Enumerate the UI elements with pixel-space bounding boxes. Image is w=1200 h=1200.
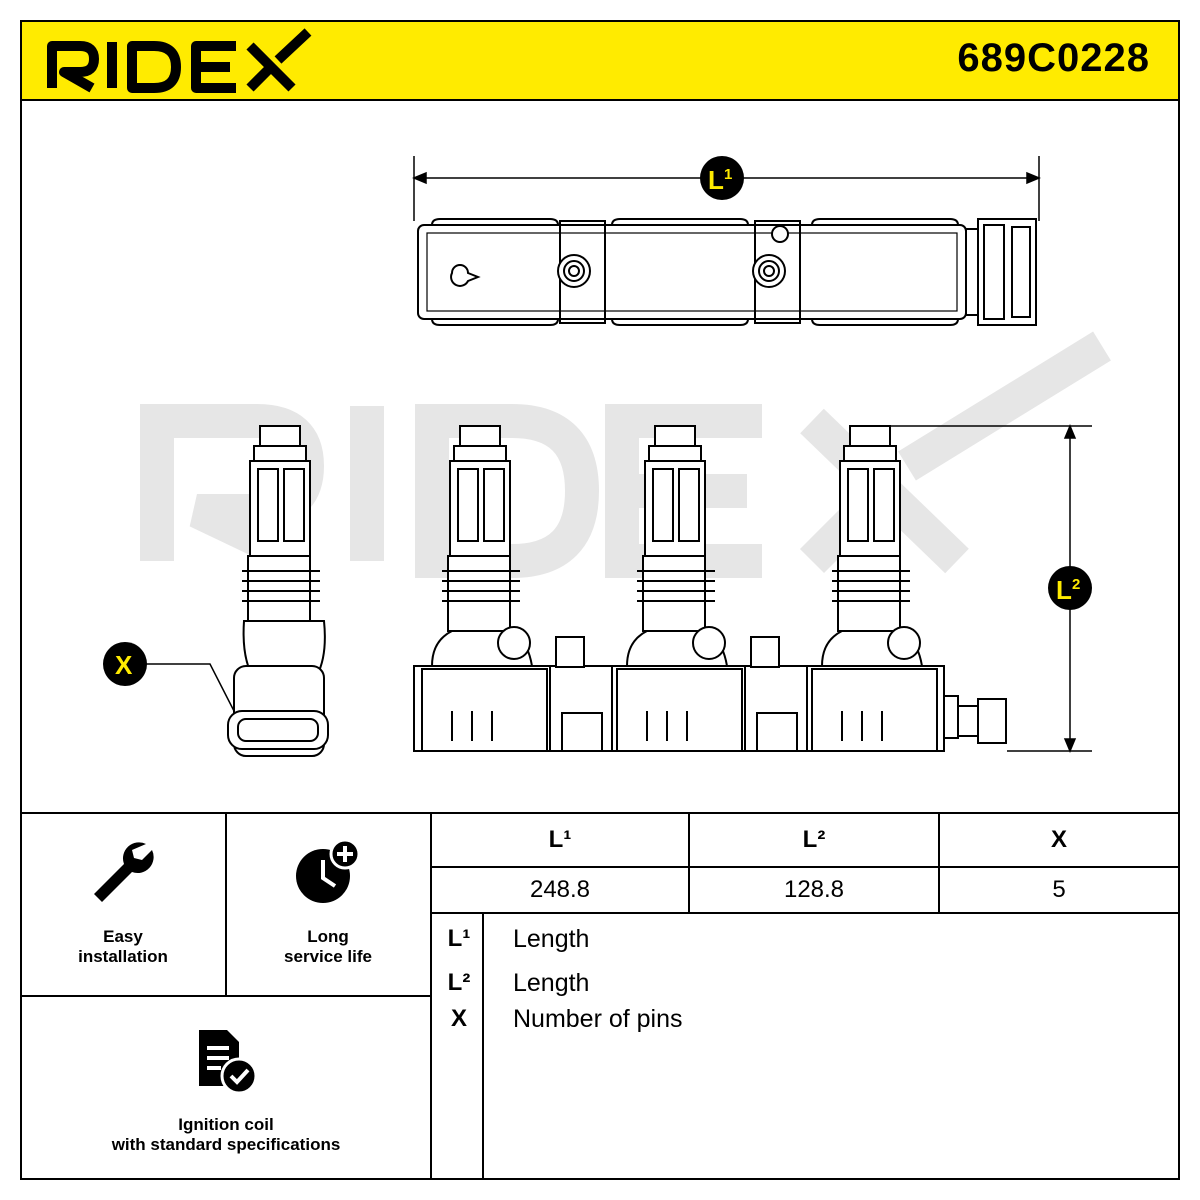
x-callout (146, 663, 235, 712)
feature-label-line1: Easy (103, 927, 143, 946)
feature-label-line2: with standard specifications (111, 1135, 341, 1154)
legend-divider (482, 912, 484, 1180)
feature-row-divider (20, 995, 432, 997)
svg-text:1: 1 (724, 166, 732, 183)
table-header-x: X (1050, 826, 1067, 853)
ridex-logo (46, 28, 316, 99)
legend-key-l2: L² (447, 969, 471, 996)
legend-key-l1: L¹ (447, 925, 471, 952)
side-view-single-coil (227, 425, 329, 757)
svg-text:L: L (708, 165, 724, 195)
svg-text:L: L (1056, 575, 1072, 605)
feature-label-line1: Ignition coil (178, 1115, 274, 1134)
feature-label-line2: service life (284, 947, 372, 966)
header-bar: 689C0228 (20, 20, 1180, 101)
table-value-l1: 248.8 (529, 876, 591, 903)
document-check-icon (22, 1026, 430, 1101)
legend-desc-x: Number of pins (513, 1005, 683, 1033)
table-header-l2: L² (802, 826, 826, 853)
feature-easy-installation: Easy installation (22, 838, 224, 967)
section-divider (20, 812, 1180, 814)
table-col-divider-1 (688, 812, 690, 914)
table-col-divider-2 (938, 812, 940, 914)
clock-plus-icon (227, 838, 429, 913)
feature-label-line1: Long (307, 927, 349, 946)
table-value-l2: 128.8 (783, 876, 845, 903)
table-header-l1: L¹ (548, 826, 572, 853)
feature-label-line2: installation (78, 947, 168, 966)
technical-drawing: L 1 (22, 101, 1178, 812)
svg-text:X: X (115, 650, 133, 680)
feature-long-service-life: Long service life (227, 838, 429, 967)
wrench-icon (22, 838, 224, 913)
table-header-divider (430, 866, 1180, 868)
feature-divider (225, 812, 227, 997)
part-number: 689C0228 (957, 36, 1150, 80)
side-view-coil-rail (413, 425, 1007, 752)
l2-badge (1048, 566, 1092, 610)
table-values-divider (430, 912, 1180, 914)
top-view (417, 218, 1037, 326)
feature-standard-specifications: Ignition coil with standard specificatio… (22, 1026, 430, 1155)
l1-badge (700, 156, 744, 200)
table-value-x: 5 (1052, 876, 1066, 903)
x-badge (103, 642, 147, 686)
legend-desc-l1: Length (513, 925, 590, 953)
legend-desc-l2: Length (513, 969, 590, 997)
svg-text:2: 2 (1072, 576, 1080, 593)
legend-key-x: X (450, 1005, 467, 1032)
